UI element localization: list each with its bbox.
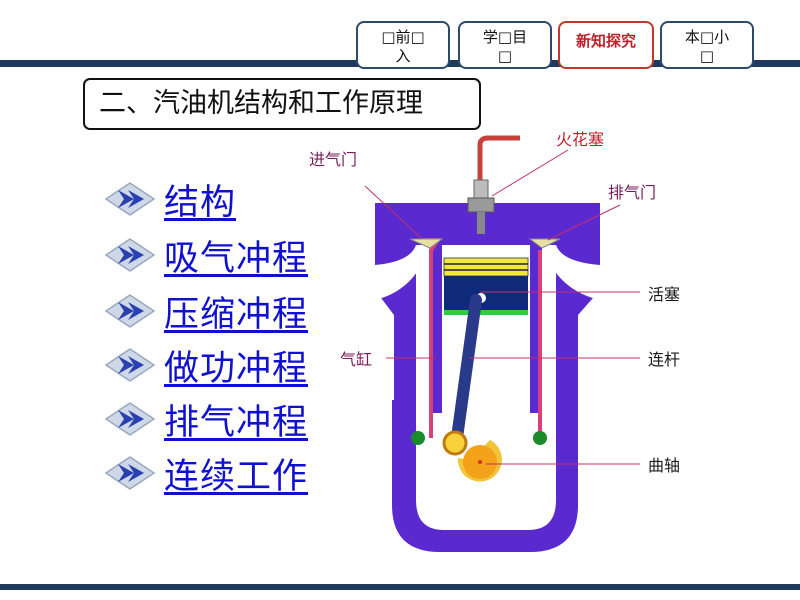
tab-new-knowledge[interactable]: 新知探究 [558,21,654,69]
spark-plug-wire [477,135,520,185]
connecting-rod [450,294,482,451]
menu-item-continuous-operation[interactable]: 连续工作 [104,449,308,497]
section-title: 二、汽油机结构和工作原理 [83,78,481,130]
menu-item-power-stroke[interactable]: 做功冲程 [104,341,308,389]
menu-link[interactable]: 结构 [164,182,237,223]
menu-item-intake-stroke[interactable]: 吸气冲程 [104,231,308,279]
arrow-bullet-icon [104,348,156,382]
tab-label-line2: 入 [395,47,411,65]
arrow-bullet-icon [104,456,156,490]
spark-plug-base [467,197,495,213]
arrow-bullet-icon [104,402,156,436]
label-intake-valve: 进气门 [309,150,358,169]
label-spark-plug: 火花塞 [556,130,605,149]
tab-label-line1: 本□小 [684,28,730,46]
tab-label-line1: □前□ [381,28,425,46]
intake-valve-head [409,238,444,249]
tab-label-line1: 学□目 [482,28,528,46]
label-cylinder: 气缸 [340,350,373,369]
menu-link[interactable]: 连续工作 [164,456,309,497]
label-connecting-rod: 连杆 [648,350,681,369]
crankcase [392,400,578,552]
leader-line [491,149,569,197]
menu-item-exhaust-stroke[interactable]: 排气冲程 [104,395,308,443]
tab-preview-intro[interactable]: □前□ 入 [356,21,450,69]
tab-lesson-summary[interactable]: 本□小 □ [660,21,754,69]
menu-item-compression-stroke[interactable]: 压缩冲程 [104,287,308,335]
menu-link[interactable]: 排气冲程 [164,402,309,443]
arrow-bullet-icon [104,294,156,328]
menu-link[interactable]: 吸气冲程 [164,238,309,279]
leader-line [547,204,621,241]
leader-line [364,185,422,239]
exhaust-port [542,245,600,300]
arrow-bullet-icon [104,182,156,216]
label-crankshaft: 曲轴 [648,456,681,475]
tab-label-line2: □ [497,47,513,65]
tab-learning-goals[interactable]: 学□目 □ [458,21,552,69]
footer-divider [0,584,800,590]
tab-label-line2: □ [699,47,715,65]
spark-plug-tip [477,212,485,234]
tab-label-line1: 新知探究 [575,32,636,50]
crankshaft-center [478,460,482,464]
arrow-bullet-icon [104,238,156,272]
spark-plug [473,179,489,201]
menu-link[interactable]: 压缩冲程 [164,294,309,335]
exhaust-cam [533,431,547,445]
intake-port [375,245,430,300]
label-piston: 活塞 [648,285,681,304]
piston-skirt-ring [444,310,528,315]
exhaust-valve-head [528,238,561,249]
cylinder-head [375,203,600,400]
label-exhaust-valve: 排气门 [608,183,657,202]
piston-rings [443,257,529,277]
piston [444,276,528,310]
intake-cam [411,431,425,445]
crank-pin [442,430,468,456]
menu-item-structure[interactable]: 结构 [104,175,236,223]
menu-link[interactable]: 做功冲程 [164,348,309,389]
